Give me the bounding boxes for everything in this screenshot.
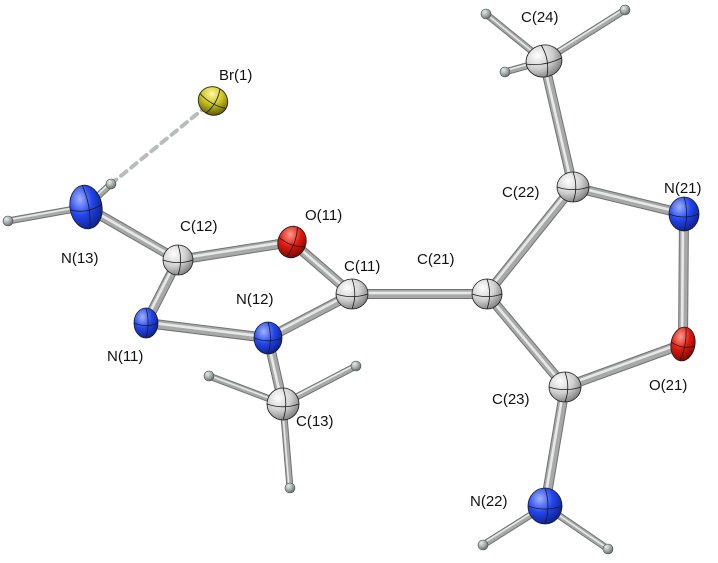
- atom-n21: [668, 196, 700, 232]
- atom-label-c13: C(13): [296, 413, 334, 430]
- atom-label-n12: N(12): [236, 291, 274, 308]
- bond-layer: [4, 6, 689, 553]
- hydrogen-contact-H13b-Br1: [109, 99, 215, 186]
- atom-label-o11: O(11): [305, 207, 342, 224]
- hydrogen-atom: [480, 8, 492, 20]
- atom-c13: [266, 387, 300, 421]
- atom-c11: [335, 278, 369, 310]
- bond-C22-C24: [539, 56, 578, 192]
- hydrogen-atom: [2, 215, 14, 227]
- bond-N21-O21: [678, 209, 689, 349]
- atom-label-c23: C(23): [492, 391, 530, 408]
- atom-c12: [162, 244, 194, 276]
- hydrogen-atom: [350, 360, 362, 372]
- hydrogen-atom: [477, 539, 489, 551]
- hydrogen-atom: [602, 543, 614, 555]
- bond-C23-C21: [482, 289, 570, 392]
- bond-O21-C23: [560, 339, 688, 392]
- atom-label-n21: N(21): [664, 180, 702, 197]
- hydrogen-atom: [105, 178, 117, 190]
- atom-o21: [670, 326, 696, 362]
- atom-label-br1: Br(1): [219, 67, 252, 84]
- atom-label-c24: C(24): [521, 9, 559, 26]
- hydrogen-atom: [203, 370, 215, 382]
- bond-C11-C21: [347, 289, 492, 299]
- atom-c22: [556, 171, 590, 203]
- atom-n11: [133, 307, 159, 339]
- atom-c24: [525, 44, 563, 78]
- atom-c23: [548, 371, 582, 403]
- atom-label-o21: O(21): [649, 377, 687, 394]
- atom-o11: [277, 225, 307, 259]
- bond-C22-N21: [568, 182, 689, 219]
- atom-label-c21: C(21): [417, 251, 455, 268]
- bond-C12-O11: [173, 237, 297, 265]
- bond-C21-C22: [482, 182, 578, 299]
- atom-label-n11: N(11): [107, 348, 143, 365]
- atom-n12: [253, 321, 283, 355]
- atom-layer: [2, 4, 700, 555]
- label-layer: Br(1) N(13) C(12) O(11) C(11) N(11) N(12) C(13)…: [61, 9, 702, 510]
- atom-br1: [197, 86, 229, 116]
- atom-c21: [471, 278, 503, 310]
- atom-n13: [69, 184, 103, 230]
- hydrogen-atom: [499, 66, 511, 78]
- atom-label-c12: C(12): [180, 218, 218, 235]
- atom-label-c11: C(11): [344, 258, 380, 275]
- atom-n22: [527, 487, 563, 525]
- bond-N11-N12: [141, 318, 273, 343]
- atom-label-c22: C(22): [502, 184, 540, 201]
- hydrogen-atom: [619, 4, 631, 16]
- bond-C23-N22: [540, 382, 570, 511]
- atom-label-n22: N(22): [470, 493, 508, 510]
- hydrogen-contact-layer: [109, 99, 215, 186]
- hydrogen-atom: [284, 482, 296, 494]
- atom-label-n13: N(13): [61, 250, 99, 267]
